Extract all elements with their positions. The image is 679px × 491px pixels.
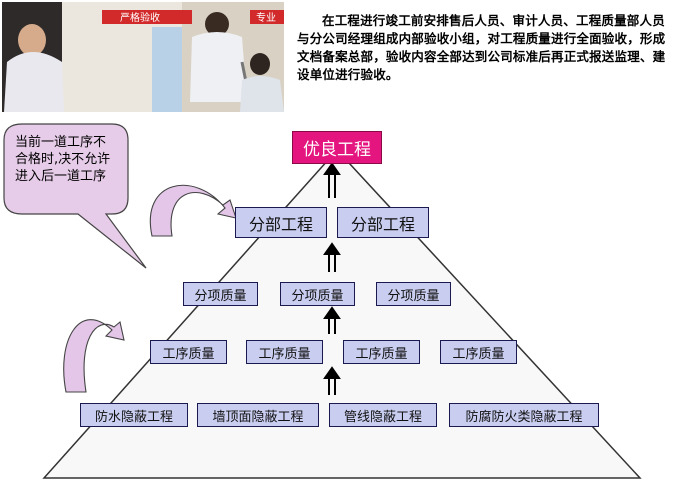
concealed-works-box: 墙顶面隐蔽工程 xyxy=(197,403,319,427)
curved-arrow-lower xyxy=(63,319,125,393)
photo-sign-text-2: 专业 xyxy=(256,11,276,24)
inspection-photo: 严格验收 专业 xyxy=(2,2,284,112)
subdivision-box: 分部工程 xyxy=(337,207,429,238)
item-quality-box: 分项质量 xyxy=(376,282,451,306)
process-quality-box: 工序质量 xyxy=(150,340,227,364)
process-quality-box: 工序质量 xyxy=(440,340,517,364)
pyramid-shape xyxy=(42,148,642,479)
intro-paragraph: 在工程进行竣工前安排售后人员、审计人员、工程质量部人员与分公司经理组成内部验收小… xyxy=(297,13,666,82)
item-quality-box: 分项质量 xyxy=(183,282,258,306)
concealed-works-box: 防腐防火类隐蔽工程 xyxy=(449,403,599,427)
photo-sign-text: 严格验收 xyxy=(120,11,160,24)
item-quality-box: 分项质量 xyxy=(280,282,355,306)
top-box-excellent-project: 优良工程 xyxy=(292,131,382,164)
concealed-works-box: 管线隐蔽工程 xyxy=(329,403,437,427)
concealed-works-box: 防水隐蔽工程 xyxy=(80,403,188,427)
callout-bubble xyxy=(3,123,147,269)
process-quality-box: 工序质量 xyxy=(343,340,420,364)
up-arrows xyxy=(323,162,341,395)
callout-text: 当前一道工序不合格时,决不允许进入后一道工序 xyxy=(15,135,111,184)
subdivision-box: 分部工程 xyxy=(235,207,327,238)
process-quality-box: 工序质量 xyxy=(246,340,323,364)
curved-arrow-upper xyxy=(149,184,237,237)
